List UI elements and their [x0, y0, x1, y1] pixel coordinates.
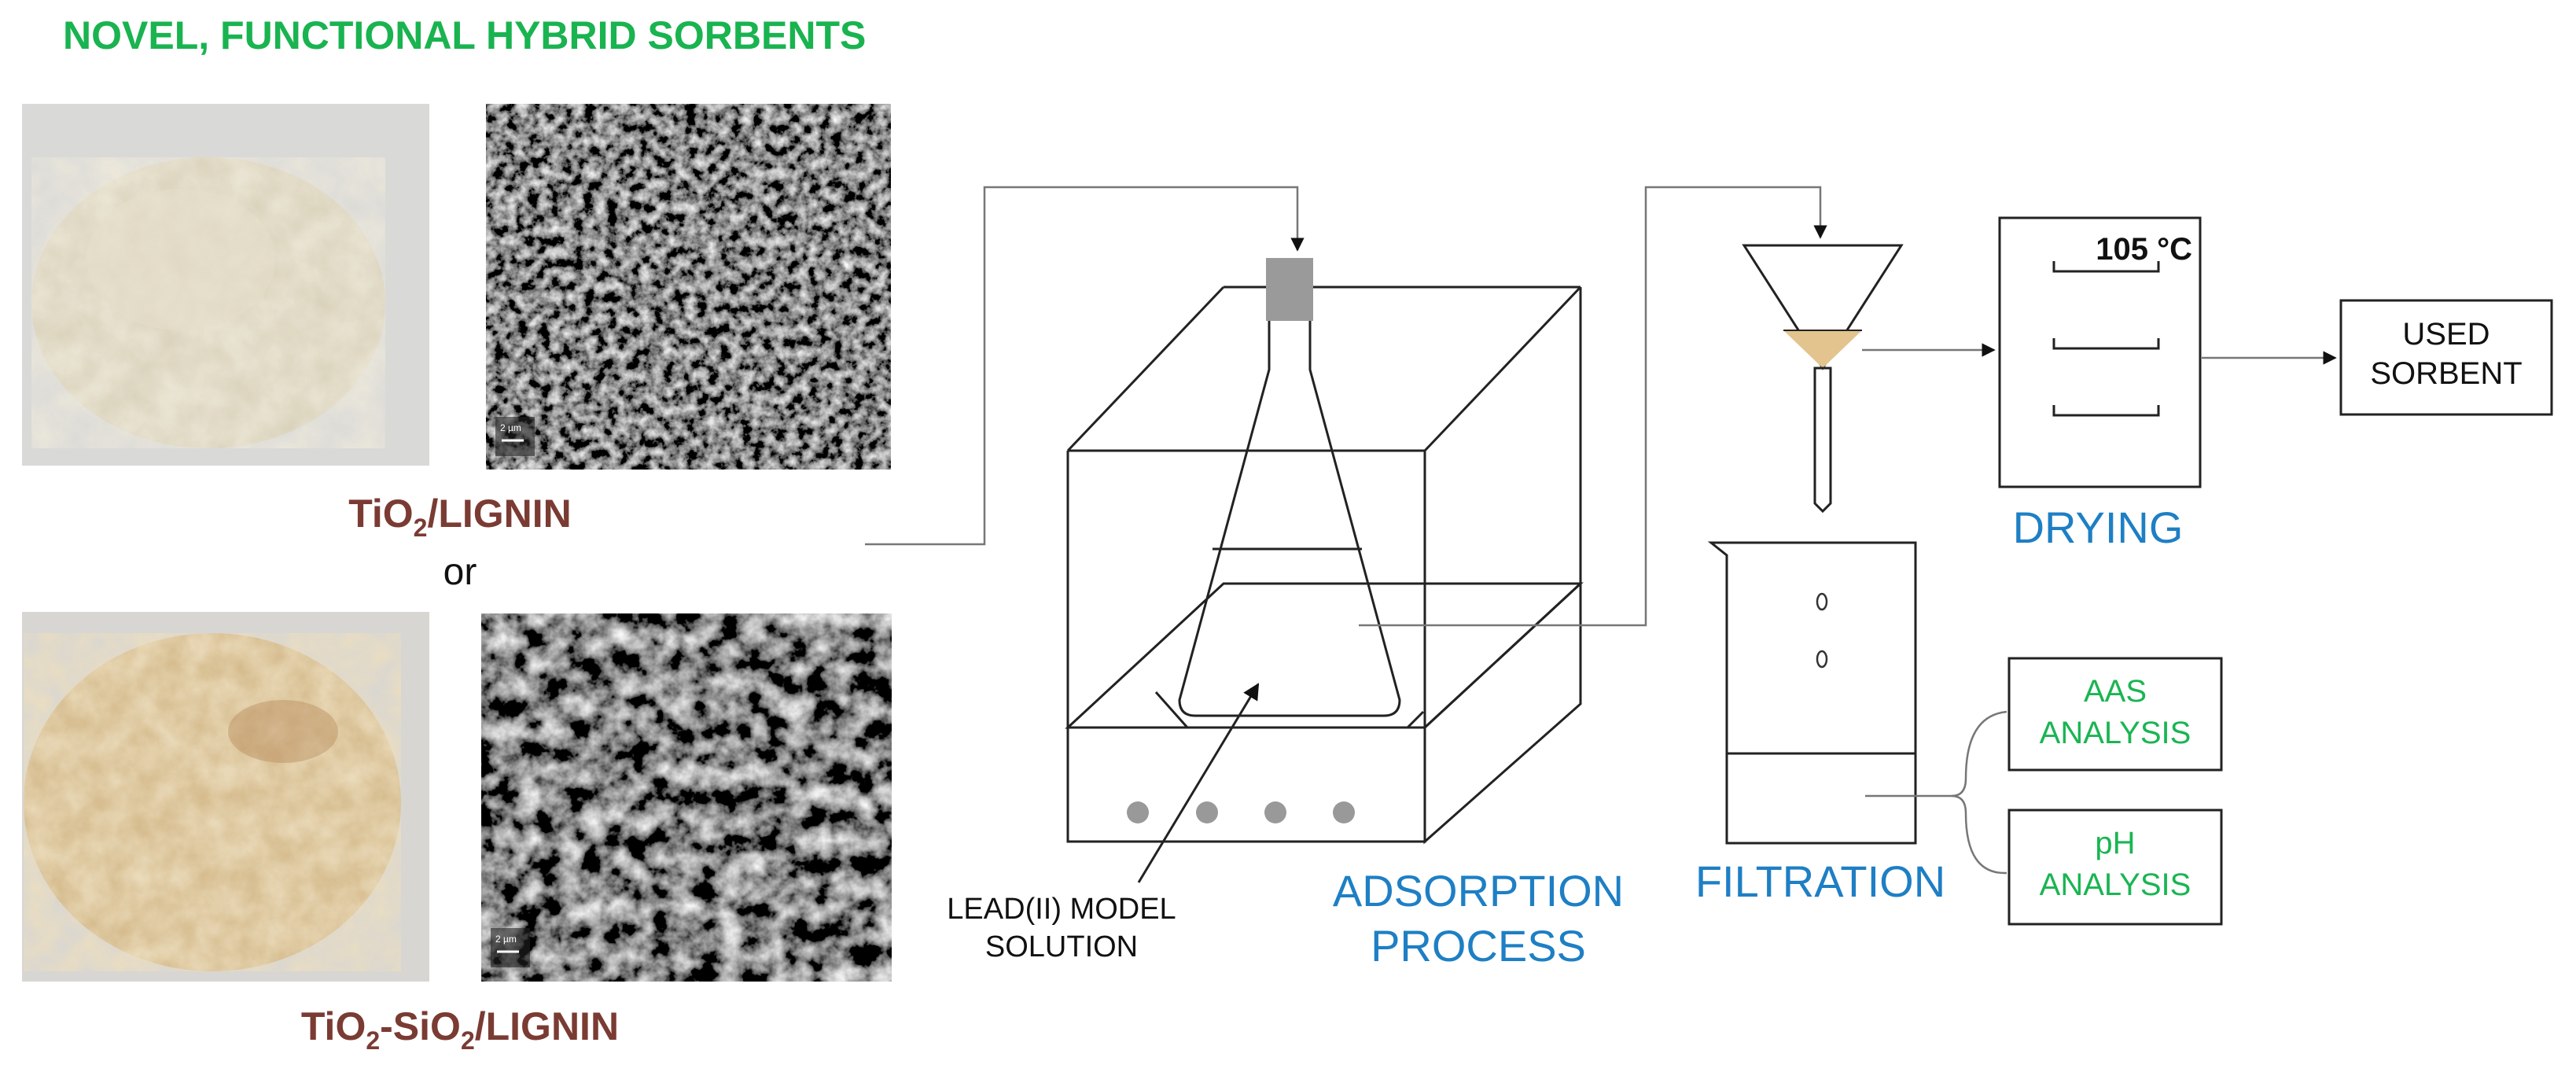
material-label-tio2-sio2-lignin: TiO2-SiO2/LIGNIN	[301, 1004, 619, 1055]
aas-analysis-label-2: ANALYSIS	[2040, 716, 2191, 750]
filter-funnel	[1742, 244, 1904, 514]
drying-oven: 105 °C	[1998, 216, 2202, 488]
filtrate-beaker	[1707, 541, 1917, 845]
used-sorbent-label: USED	[2402, 317, 2490, 352]
filtration-label: FILTRATION	[1695, 856, 1945, 906]
material-label-tio2-lignin: TiO2/LIGNIN	[348, 492, 572, 542]
adsorption-process-label: ADSORPTION	[1333, 866, 1624, 915]
scale-bar-label: 2 µm	[495, 934, 517, 945]
adsorption-process-label-2: PROCESS	[1371, 921, 1586, 971]
drying-temperature: 105 °C	[2096, 232, 2192, 267]
diagram-title: NOVEL, FUNCTIONAL HYBRID SORBENTS	[63, 13, 866, 57]
ph-analysis-box: pH ANALYSIS	[2007, 809, 2223, 926]
aas-analysis-label: AAS	[2084, 674, 2147, 709]
used-sorbent-label-2: SORBENT	[2370, 356, 2522, 391]
erlenmeyer-flask	[1154, 258, 1425, 729]
tio2-sio2-lignin-sem-image: 2 µm	[481, 613, 892, 982]
scale-bar-label: 2 µm	[500, 422, 521, 433]
ph-analysis-label: pH	[2095, 826, 2135, 860]
tio2-lignin-sem-image: 2 µm	[486, 104, 891, 470]
used-sorbent-box: USED SORBENT	[2339, 299, 2553, 416]
aas-analysis-box: AAS ANALYSIS	[2007, 657, 2223, 772]
magnetic-stirrer-box	[1065, 285, 1584, 845]
connector-flask-to-funnel	[1359, 186, 1827, 627]
connector-beaker-to-analyses	[1865, 710, 2007, 875]
lead-solution-pointer	[1137, 683, 1260, 883]
tio2-lignin-photo	[22, 104, 429, 466]
tio2-sio2-lignin-photo	[22, 612, 429, 982]
ph-analysis-label-2: ANALYSIS	[2040, 868, 2191, 902]
drying-label: DRYING	[2013, 503, 2184, 552]
lead-solution-label: LEAD(II) MODEL	[947, 893, 1176, 926]
lead-solution-label-2: SOLUTION	[985, 930, 1138, 963]
connector-materials-to-flask	[865, 186, 1305, 546]
or-label: or	[443, 551, 477, 593]
